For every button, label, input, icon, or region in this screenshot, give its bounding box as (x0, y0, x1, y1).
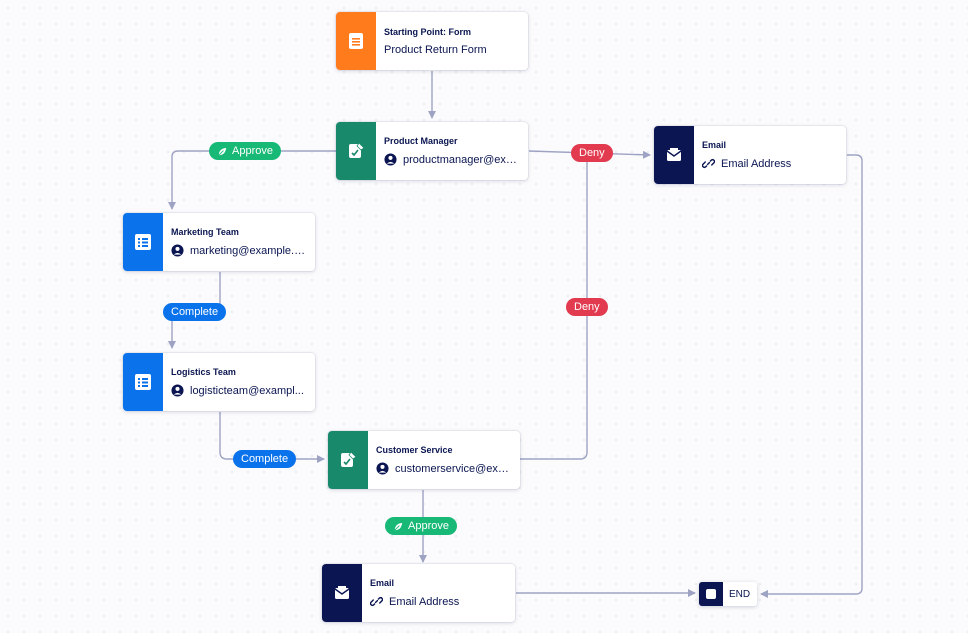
assignee-email: marketing@example.c... (190, 244, 307, 257)
node-customer-service[interactable]: Customer Service customerservice@exa... (328, 431, 520, 489)
connector-pm-to-marketing (168, 150, 336, 210)
node-starting-point[interactable]: Starting Point: Form Product Return Form (336, 12, 528, 70)
node-end[interactable]: END (699, 582, 757, 606)
node-subtitle: Product Return Form (384, 43, 487, 56)
user-icon (171, 384, 184, 397)
envelope-icon (654, 126, 694, 184)
pill-label: Complete (241, 453, 289, 465)
pill-label: Deny (574, 301, 600, 313)
email-recipient: Email Address (389, 595, 460, 608)
pill-label: Complete (171, 306, 219, 318)
user-icon (384, 153, 397, 166)
pill-label: Approve (232, 145, 273, 157)
complete-pill-marketing[interactable]: Complete (163, 303, 227, 321)
node-title: Customer Service (376, 445, 453, 455)
node-marketing-team[interactable]: Marketing Team marketing@example.c... (123, 213, 315, 271)
approval-signature-icon (328, 431, 368, 489)
node-title: Email (370, 578, 395, 588)
link-icon (702, 159, 715, 168)
node-title: Marketing Team (171, 227, 239, 237)
assignee-email: customerservice@exa... (395, 462, 512, 475)
user-icon (171, 244, 184, 257)
form-document-icon (336, 12, 376, 70)
approval-signature-icon (336, 122, 376, 180)
node-logistics-team[interactable]: Logistics Team logisticteam@exampl... (123, 353, 315, 411)
deny-pill-pm[interactable]: Deny (571, 144, 613, 162)
link-icon (370, 597, 383, 606)
connector-logistics-to-cs (219, 412, 325, 463)
node-title: Email (702, 140, 727, 150)
connector-cs-deny (520, 159, 588, 460)
deny-pill-cs[interactable]: Deny (566, 298, 608, 316)
pill-label: Approve (408, 520, 449, 532)
assignee-email: productmanager@exa... (403, 153, 520, 166)
node-product-manager[interactable]: Product Manager productmanager@exa... (336, 122, 528, 180)
approve-leaf-icon (394, 522, 403, 530)
user-icon (376, 462, 389, 475)
approve-pill-cs[interactable]: Approve (385, 517, 457, 535)
stop-icon (699, 582, 723, 606)
task-list-icon (123, 353, 163, 411)
node-email-bottom[interactable]: Email Email Address (322, 564, 515, 622)
node-title: Logistics Team (171, 367, 236, 377)
end-label: END (729, 588, 751, 600)
assignee-email: logisticteam@exampl... (190, 384, 304, 397)
node-title: Product Manager (384, 136, 458, 146)
approve-pill-pm[interactable]: Approve (209, 142, 281, 160)
complete-pill-logistics[interactable]: Complete (233, 450, 297, 468)
envelope-icon (322, 564, 362, 622)
email-recipient: Email Address (721, 157, 792, 170)
node-title: Starting Point: Form (384, 26, 471, 37)
node-email-top[interactable]: Email Email Address (654, 126, 846, 184)
pill-label: Deny (579, 147, 605, 159)
task-list-icon (123, 213, 163, 271)
connector-email-top-to-end (760, 154, 863, 598)
approve-leaf-icon (218, 147, 227, 155)
